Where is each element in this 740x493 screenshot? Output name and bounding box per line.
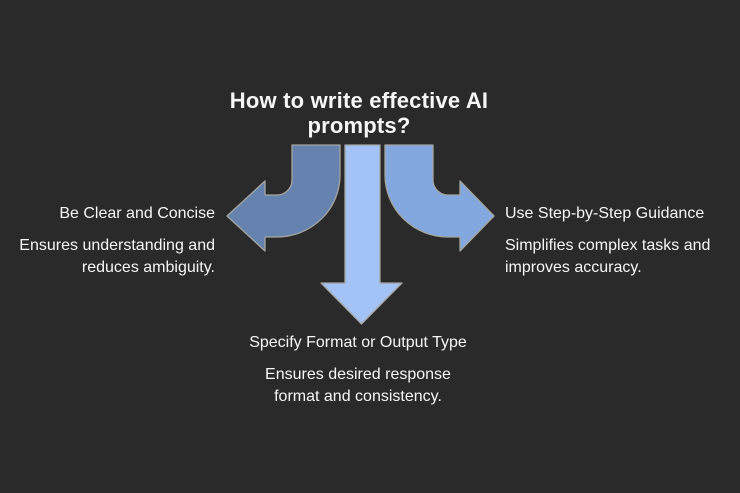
branch-bottom-description: Ensures desired response format and cons… (213, 364, 503, 408)
down-arrow-icon (320, 144, 403, 325)
branch-right: Use Step-by-Step Guidance Simplifies com… (505, 203, 735, 279)
branch-left: Be Clear and Concise Ensures understandi… (0, 203, 215, 279)
branch-right-description-line-1: Simplifies complex tasks and (505, 237, 711, 254)
branch-left-heading: Be Clear and Concise (59, 205, 215, 222)
branch-bottom-description-line-1: Ensures desired response (265, 366, 451, 383)
branch-bottom-heading: Specify Format or Output Type (249, 334, 467, 351)
branch-right-description-line-2: improves accuracy. (505, 259, 642, 276)
branch-right-heading: Use Step-by-Step Guidance (505, 205, 705, 222)
right-curved-arrow-icon (384, 144, 495, 252)
diagram-title: How to write effective AI prompts? (179, 88, 539, 138)
branch-left-description-line-2: reduces ambiguity. (81, 259, 215, 276)
left-curved-arrow-icon (226, 144, 341, 252)
branch-bottom: Specify Format or Output Type Ensures de… (213, 332, 503, 408)
branch-left-description-line-1: Ensures understanding and (19, 237, 215, 254)
branch-left-description: Ensures understanding and reduces ambigu… (0, 235, 215, 279)
diagram-title-line-1: How to write effective AI (229, 88, 489, 113)
branch-right-description: Simplifies complex tasks and improves ac… (505, 235, 735, 279)
branch-bottom-description-line-2: format and consistency. (274, 388, 442, 405)
diagram-title-line-2: prompts? (307, 113, 411, 138)
